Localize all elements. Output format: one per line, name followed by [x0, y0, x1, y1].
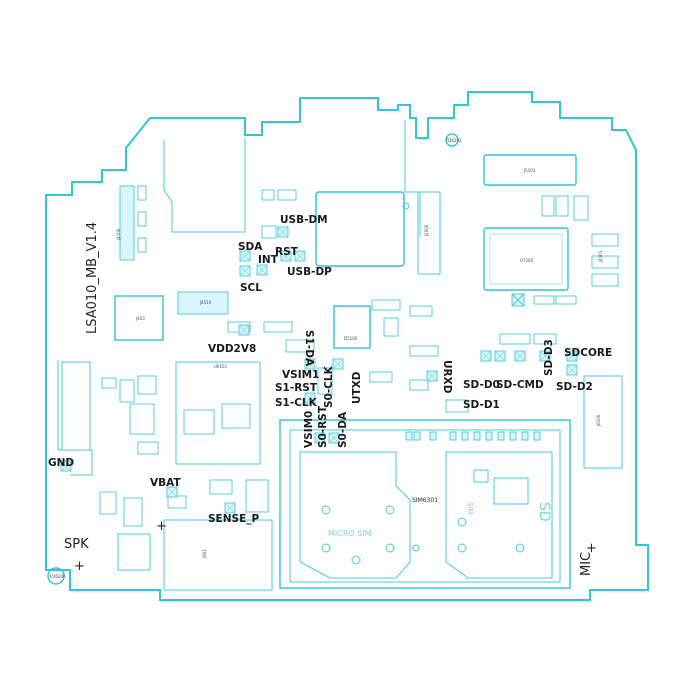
j5101-outline [483, 154, 577, 186]
tp-label-utxd: UTXD [351, 371, 363, 404]
tp-label-sd-d1: SD-D1 [463, 399, 500, 411]
tp-label-sdcore: SDCORE [564, 347, 612, 359]
spk-label: SPK [64, 537, 89, 552]
right-connector-strip [583, 375, 623, 469]
sd-contact-block [473, 469, 489, 483]
tp-label-vdd2v8: VDD2V8 [208, 343, 256, 355]
tp-label-s0-da: S0-DA [337, 411, 349, 448]
tp-label-urxd: URXD [441, 360, 453, 394]
inner-boundary-right [404, 120, 421, 236]
tp-label-sense-p: SENSE_P [208, 513, 260, 525]
tp-crosshair-bottom [511, 293, 525, 307]
mic-plus-label: + [586, 541, 597, 556]
sim-contact-block [493, 477, 529, 505]
tp-label-rst: RST [275, 246, 299, 258]
inner-boundary-leftcol [57, 360, 93, 476]
shield-box-top [315, 191, 405, 267]
tp-label-sd-d3: SD-D3 [543, 339, 555, 376]
fd6200-fiducial [47, 567, 65, 585]
fd6201-fiducial [445, 133, 459, 147]
u1500-ring [402, 202, 410, 210]
sim-label: SIM [466, 502, 474, 515]
inner-boundary-top [163, 138, 246, 233]
spk-plus-label: + [74, 559, 85, 574]
u6101-block [175, 361, 261, 465]
component-cluster-lower-left [99, 375, 269, 527]
tray-contact-row [405, 431, 541, 441]
tp-label-gnd: GND [48, 457, 74, 469]
sim-tray-inner [289, 429, 561, 583]
ref-j5101: J5101 [523, 168, 536, 173]
tp-label-vsim1: VSIM1 [282, 369, 319, 381]
tp-label-usb-dp: USB-DP [287, 266, 332, 278]
tp-label-vbat: VBAT [150, 477, 181, 489]
vbat-plus-label: + [156, 519, 167, 534]
tp-label-sd-d2: SD-D2 [556, 381, 593, 393]
sim6301-label: SIM6301 [412, 497, 438, 504]
tp-label-sd-d0: SD-D0 [463, 379, 500, 391]
tp-label-usb-dm: USB-DM [280, 214, 328, 226]
d5100-outline [333, 305, 371, 349]
tp-label-int: INT [258, 254, 279, 266]
ref-d5100: D5100 [344, 336, 358, 341]
tp-label-s1-da: S1-DA [303, 330, 315, 367]
ref-j901: J901 [202, 549, 207, 559]
ref-j403: J403 [135, 316, 145, 321]
component-cluster-upper-left [119, 185, 297, 261]
sim-tray-outline-left [299, 451, 411, 579]
j902-outline [117, 533, 151, 571]
sim-tray-outline-right [445, 451, 553, 579]
micro-sim-label: MICRO SIM [328, 529, 372, 538]
tp-markers [60, 226, 578, 514]
tp-label-s1-rst: S1-RST [275, 382, 318, 394]
sd-label: SD [536, 502, 552, 522]
tp-label-s0-rst: S0-RST [317, 405, 329, 448]
board-outline [45, 91, 649, 601]
tp-label-vsim0: VSIM0 [303, 411, 315, 448]
tray-holes [321, 505, 525, 565]
u7200-inner [489, 233, 563, 285]
tp-label-sd-cmd: SD-CMD [496, 379, 544, 391]
ref-j4110: J4110 [199, 300, 212, 305]
component-cluster-mid [227, 299, 557, 413]
mic-label: MIC [579, 552, 594, 576]
tp-label-sda: SDA [238, 241, 263, 253]
j4110-body [177, 291, 229, 315]
j901-outline [163, 519, 273, 591]
tp-label-s1-clk: S1-CLK [275, 397, 318, 409]
u7200-outline [483, 227, 569, 291]
ref-j6100: J6100 [596, 414, 601, 427]
component-cluster-right [533, 195, 619, 305]
ref-fd6200: FD6200 [50, 574, 66, 579]
left-connector-strip [61, 361, 91, 451]
sim-tray-outer [279, 419, 571, 589]
ref-u6101: U6101 [214, 364, 228, 369]
board-name-label: LSA010_MB_V1.4 [85, 222, 100, 334]
ref-u7200: U7200 [520, 258, 534, 263]
ref-j4101: J4101 [598, 250, 603, 263]
tp-label-s0-clk: S0-CLK [323, 365, 335, 408]
ref-j4100: J4100 [116, 228, 121, 241]
j403-outline [114, 295, 164, 341]
ref-fd6201: FD6201 [446, 138, 462, 143]
j2000-outline [417, 191, 441, 275]
tp-label-scl: SCL [240, 282, 262, 294]
ref-j2000: J2000 [424, 224, 429, 237]
